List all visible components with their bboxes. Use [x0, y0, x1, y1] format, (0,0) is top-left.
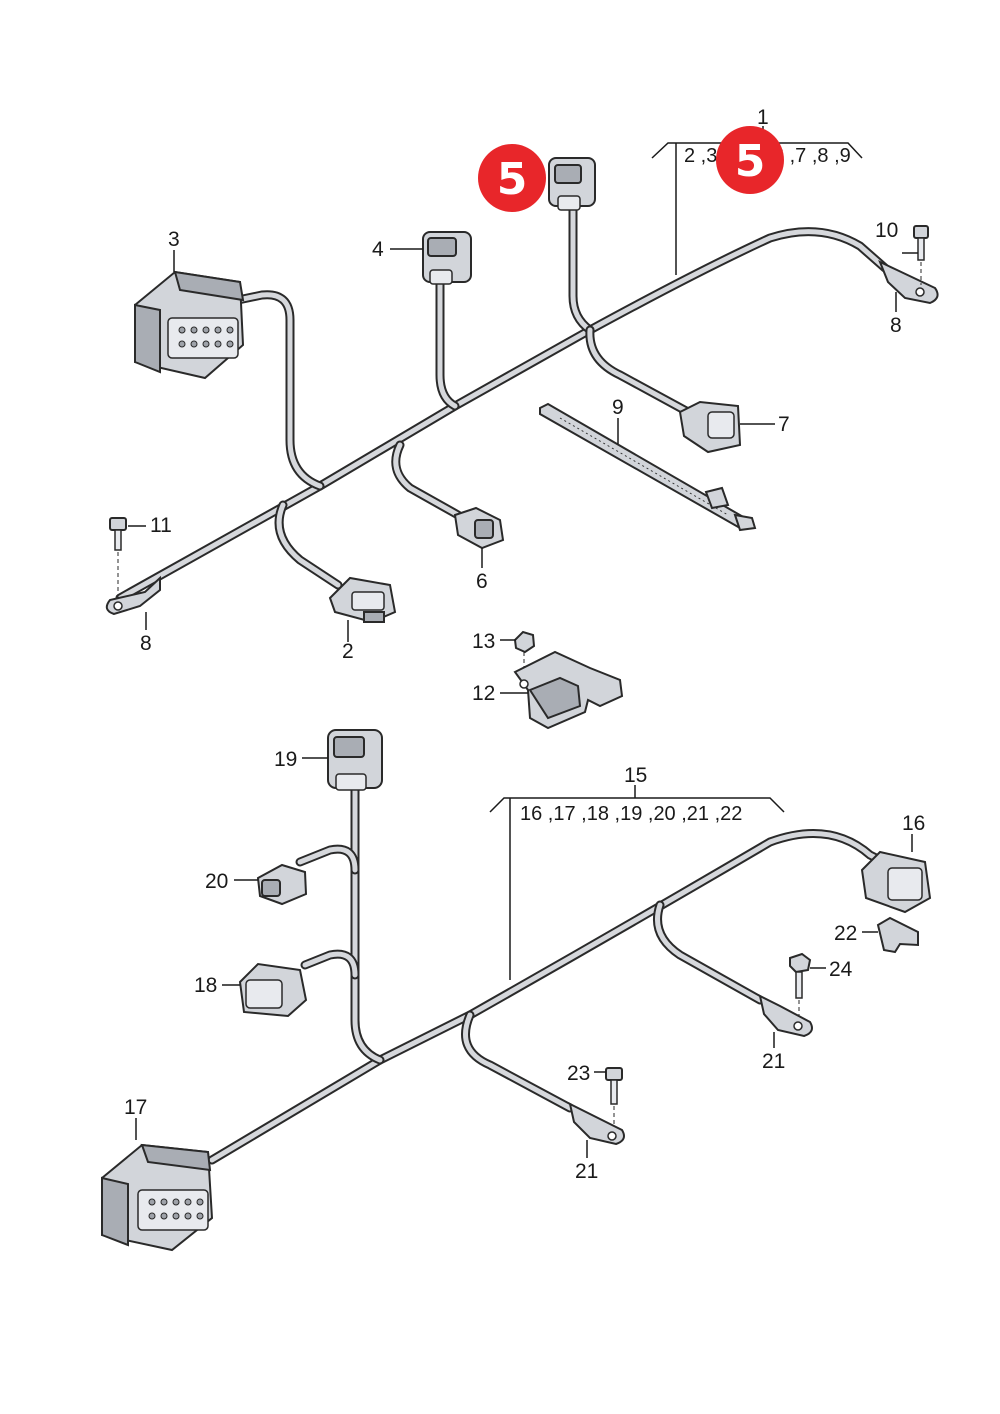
connector-16[interactable]: [860, 850, 932, 914]
connector-19[interactable]: [327, 729, 383, 791]
ground-eyelet-8-left[interactable]: [105, 575, 161, 616]
lower-wiring-harness[interactable]: [207, 785, 885, 1165]
callout-7: 7: [778, 413, 790, 436]
callout-13: 13: [472, 630, 495, 653]
screw-11[interactable]: [109, 517, 127, 598]
callout-10: 10: [875, 219, 898, 242]
connector-17[interactable]: [101, 1143, 214, 1252]
callout-20: 20: [205, 870, 228, 893]
connector-3[interactable]: [134, 270, 245, 380]
connector-7[interactable]: [678, 400, 742, 454]
callout-18: 18: [194, 974, 217, 997]
connector-5[interactable]: [548, 157, 596, 211]
cable-tie-9[interactable]: [539, 402, 757, 532]
callout-6: 6: [476, 570, 488, 593]
callout-24: 24: [829, 958, 853, 981]
highlight-badge-list[interactable]: 5: [716, 126, 784, 194]
group-15-includes: 16 ,17 ,18 ,19 ,20 ,21 ,22: [520, 803, 742, 825]
callout-8-left: 8: [140, 632, 152, 655]
connector-6[interactable]: [453, 506, 505, 550]
callout-21-lower: 21: [575, 1160, 598, 1183]
badge-circle: [478, 144, 546, 212]
callout-4: 4: [372, 238, 384, 261]
connector-18[interactable]: [238, 962, 308, 1018]
bracket-12[interactable]: [513, 650, 624, 730]
group-15-number: 15: [624, 764, 647, 787]
ground-eyelet-21-lower[interactable]: [568, 1102, 625, 1146]
callout-19: 19: [274, 748, 297, 771]
upper-wiring-harness[interactable]: [115, 200, 890, 603]
callout-9: 9: [612, 396, 624, 419]
badge-circle: [716, 126, 784, 194]
group-1-number: 1: [757, 106, 769, 129]
callout-21-upper: 21: [762, 1050, 785, 1073]
ground-eyelet-21-upper[interactable]: [758, 994, 813, 1038]
callout-3: 3: [168, 228, 180, 251]
highlight-badge-connector[interactable]: 5: [478, 144, 546, 212]
screw-24[interactable]: [789, 952, 812, 1022]
callout-2: 2: [342, 640, 354, 663]
callout-8-right: 8: [890, 314, 902, 337]
connector-20[interactable]: [256, 863, 308, 906]
clip-22[interactable]: [876, 916, 919, 954]
callout-16: 16: [902, 812, 925, 835]
callout-11: 11: [150, 514, 172, 537]
screw-10[interactable]: [913, 225, 929, 285]
ground-eyelet-8-right[interactable]: [878, 260, 939, 305]
screw-23[interactable]: [605, 1067, 623, 1132]
callout-17: 17: [124, 1096, 147, 1119]
badge-number: 5: [497, 154, 528, 205]
callout-12: 12: [472, 682, 495, 705]
connector-4[interactable]: [422, 231, 472, 285]
callout-22: 22: [834, 922, 857, 945]
badge-number: 5: [735, 136, 766, 187]
connector-2[interactable]: [328, 576, 397, 624]
callout-23: 23: [567, 1062, 590, 1085]
